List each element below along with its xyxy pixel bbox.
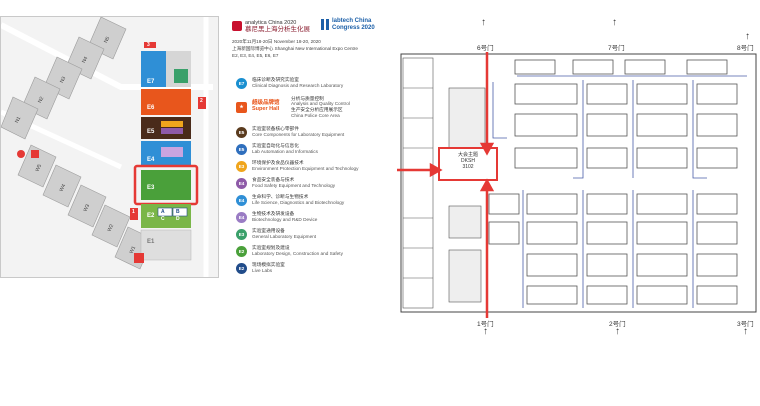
legend-en: Biotechnology and R&D Device (252, 217, 318, 222)
floor-plan-drawing (393, 52, 757, 318)
event-venue-en: Shanghai New International Expo Centre (274, 46, 358, 51)
entrance-2-mark: 2 (200, 98, 203, 104)
legend-cn: 临床诊断及研究实验室 (252, 77, 299, 83)
legend-cn: 实验室通用设备 (252, 228, 285, 234)
legend-badge: E2 (236, 245, 247, 257)
hall-e4-label: E4 (147, 157, 155, 163)
legend-cn: 实验室规划及建设 (252, 245, 290, 251)
entrance-3-mark: 3 (147, 42, 150, 48)
e2-subhall-d: D (176, 216, 180, 222)
legend-badge: E4 (236, 211, 247, 223)
super-hall-cn: 超级品牌馆 (252, 100, 280, 107)
booth-name-en: DKSH (461, 158, 475, 164)
gate-7-arrow-icon: ↑ (612, 17, 617, 28)
gate-3-label: 3号门 (737, 321, 754, 328)
gate-6-label: 6号门 (477, 45, 494, 52)
hall-e6-label: E6 (147, 105, 155, 111)
legend-cn: 实验室自动化与信息化 (252, 143, 299, 149)
gate-7-label: 7号门 (608, 45, 625, 52)
hall-e3-label: E3 (147, 185, 155, 191)
gate-1-label: 1号门 (477, 321, 494, 328)
analytica-brand-en: analytica China 2020 (245, 19, 297, 26)
legend-cn: 食品安全装备与技术 (252, 177, 295, 183)
gate-8-arrow-icon: ↑ (745, 31, 750, 42)
legend-badge: E4 (236, 194, 247, 206)
legend-en: Lab Automation and Informatics (252, 149, 318, 154)
hall-floor-plan: 大会主题 DKSH 3102 ↑ 6号门 ↑ 7号门 ↑ 8号门 1号门 ↑ 2… (393, 17, 760, 340)
e2-subhall-a: A (161, 209, 165, 215)
super-hall-en: Super Hall (252, 106, 280, 112)
event-date: 2020年11月18-20日 November 18-20, 2020 (232, 39, 321, 45)
legend-en: Environment Protection Equipment and Tec… (252, 166, 359, 171)
legend-cn: 现场模拟实验室 (252, 262, 285, 268)
event-date-en: November 18-20, 2020 (273, 39, 321, 44)
legend-en: China Police Core Area (291, 112, 340, 118)
legend-en: Clinical Diagnosis and Research Laborato… (252, 83, 344, 88)
gate-3-arrow-icon: ↑ (743, 326, 748, 337)
super-hall-icon: ★ (236, 101, 247, 113)
legend-en: Core Components for Laboratory Equipment (252, 132, 345, 137)
hall-legend: analytica China 2020 慕尼黑上海分析生化展 labtech … (232, 18, 392, 280)
legend-en: Food Safety Equipment and Technology (252, 183, 336, 188)
gate-8-label: 8号门 (737, 45, 754, 52)
e2-subhall-b: B (176, 209, 180, 215)
venue-site-map: E7 E6 E5 E4 E3 E2 E1 A B C D N5 N4 N3 N2… (0, 16, 219, 278)
hall-e7-label: E7 (147, 79, 155, 85)
legend-cn: 生产安全分析应用展示区 (291, 107, 343, 112)
site-map-drawing (1, 17, 213, 277)
legend-en: Life Science, Diagnostics and Biotechnol… (252, 200, 345, 205)
legend-badge: E5 (236, 126, 247, 138)
gate-1-arrow-icon: ↑ (483, 326, 488, 337)
event-venue-cn: 上海新国际博览中心 (232, 46, 274, 51)
legend-badge: E2 (236, 262, 247, 274)
legend-badge: E5 (236, 143, 247, 155)
analytica-brand-cn: 慕尼黑上海分析生化展 (245, 25, 310, 33)
labtech-brand-en: labtech China (332, 18, 372, 24)
legend-en: Laboratory Design, Construction and Safe… (252, 251, 343, 256)
legend-cn: 环境保护及食品仪器技术 (252, 160, 304, 166)
labtech-logo-icon (321, 19, 329, 30)
legend-badge: E3 (236, 160, 247, 172)
analytica-logo-icon (232, 21, 242, 31)
hall-e5-label: E5 (147, 129, 155, 135)
gate-2-arrow-icon: ↑ (615, 326, 620, 337)
booth-number: 3102 (462, 164, 474, 170)
legend-en: Analysis and Quality Control (291, 101, 350, 107)
labtech-brand-sub: Congress 2020 (332, 24, 375, 31)
labtech-brand: labtech China Congress 2020 (321, 18, 375, 31)
legend-cn: 实验室装备核心零部件 (252, 126, 299, 132)
legend-en: General Laboratory Equipment (252, 234, 317, 239)
highlighted-booth[interactable]: 大会主题 DKSH 3102 (443, 152, 493, 170)
entrance-1-mark: 1 (132, 209, 135, 215)
hall-e1-label: E1 (147, 239, 155, 245)
analytica-brand: analytica China 2020 慕尼黑上海分析生化展 (232, 18, 310, 34)
gate-2-label: 2号门 (609, 321, 626, 328)
event-venue: 上海新国际博览中心 Shanghai New International Exp… (232, 46, 358, 52)
legend-en: Live Labs (252, 268, 273, 273)
legend-badge: E3 (236, 228, 247, 240)
gate-6-arrow-icon: ↑ (481, 17, 486, 28)
event-halls: E2, E3, E4, E5, E6, E7 (232, 53, 279, 58)
legend-cn: 生命科学、诊断与生物技术 (252, 194, 309, 200)
legend-cn: 生物技术及研发设备 (252, 211, 295, 217)
legend-badge: E4 (236, 177, 247, 189)
legend-badge: E7 (236, 77, 247, 89)
booth-name-cn: 大会主题 (457, 152, 478, 158)
hall-e2-label: E2 (147, 213, 155, 219)
e2-subhall-c: C (161, 216, 165, 222)
event-date-cn: 2020年11月18-20日 (232, 39, 273, 44)
legend-cn: 分析与质量控制 (291, 95, 324, 101)
